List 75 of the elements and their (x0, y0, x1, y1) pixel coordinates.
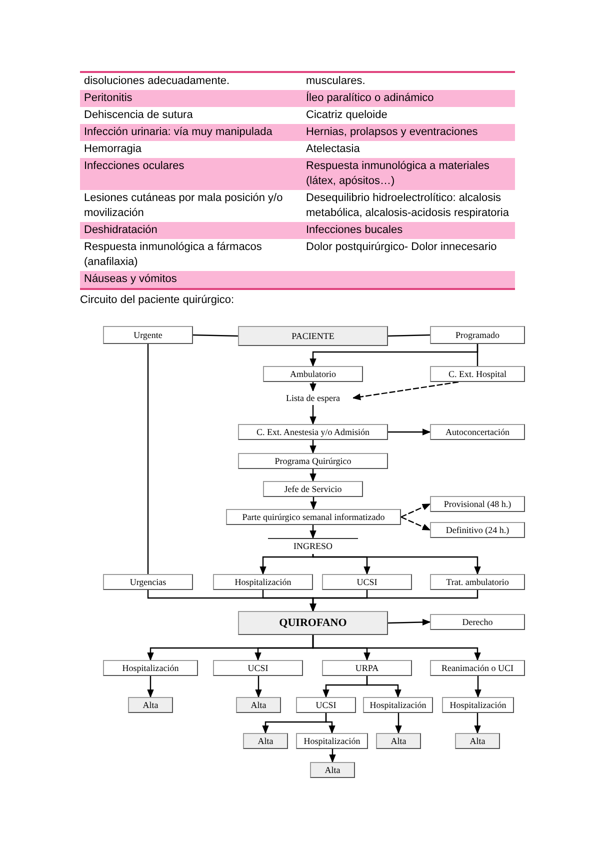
process-box: URPA (322, 660, 412, 676)
process-box: QUIROFANO (238, 611, 388, 635)
connector-arrow (310, 590, 478, 612)
table-cell-text: Peritonitis (83, 91, 134, 106)
process-box: Alta (376, 733, 421, 749)
process-box: Ambulatorio (263, 366, 363, 382)
table-cell-text: Dolor postquirúrgico- Dolor innecesario (305, 240, 498, 255)
connector-arrow (388, 618, 431, 626)
table-cell-text: Íleo paralítico o adinámico (305, 90, 435, 106)
section-heading: Circuito del paciente quirúrgico: (80, 293, 234, 308)
connector-arrow (325, 713, 336, 734)
table-cell-text: Atelectasia (305, 142, 361, 157)
process-box: Alta (455, 733, 500, 749)
process-box: PACIENTE (238, 326, 388, 346)
process-box: Trat. ambulatorio (430, 574, 525, 590)
process-box: UCSI (322, 574, 412, 590)
table-cell-text: Hernias, prolapsos y eventraciones (305, 125, 479, 140)
process-box: Programa Quirúrgico (238, 453, 388, 469)
process-box: Urgencias (103, 574, 193, 590)
process-box: Hospitalización (442, 697, 514, 713)
process-box: UCSI (213, 660, 303, 676)
connector-arrow (310, 405, 316, 425)
connector-arrow (310, 525, 316, 539)
process-box: C. Ext. Hospital (430, 366, 525, 382)
process-box: Alta (310, 762, 355, 778)
process-box: Urgente (103, 326, 193, 344)
connector-arrow (366, 676, 402, 698)
connector-arrow (310, 497, 317, 510)
process-box: Parte quirúrgico semanal informatizado (226, 509, 401, 525)
table-cell-text: disoluciones adecuadamente. (83, 74, 231, 89)
table-cell-text: Cicatriz queloide (305, 108, 388, 123)
table-cell-text: musculares. (305, 74, 366, 89)
connector-arrow (147, 676, 154, 698)
table-cell-text: Respuesta inmunológica a fármacos (anafilaxia) (83, 240, 263, 270)
connector-arrow (388, 428, 431, 436)
connector-arrow (255, 676, 262, 698)
table-cell-text: Infecciones bucales (305, 223, 404, 238)
table-cell-text: Lesiones cutáneas por mala posición y/o movilización (83, 191, 284, 221)
connector-arrow (400, 516, 431, 531)
table-cell-text: Hemorragia (83, 142, 142, 157)
process-box: Programado (430, 326, 525, 344)
connector-arrow (329, 749, 336, 763)
connector-arrow (260, 554, 314, 575)
connector-arrow (312, 635, 481, 661)
process-box: Reanimación o UCI (430, 660, 525, 676)
table-cell-text: Desequilibrio hidroelectrolítico: alcalosis metabólica, alcalosis-acidosis respiratoria (305, 191, 510, 221)
process-box: Autoconcertación (430, 424, 525, 440)
process-box: Hospitalización (296, 733, 368, 749)
connector-arrow (400, 503, 431, 518)
connector-arrow (310, 382, 316, 392)
table-cell-text: Respuesta inmunológica a materiales (látex, apósitos…) (305, 159, 490, 189)
process-box: Hospitalización (103, 660, 198, 676)
connector-arrow (310, 440, 316, 454)
table-cell-text: Deshidratación (83, 223, 158, 238)
process-box: Derecho (430, 614, 525, 630)
process-box: Hospitalización (363, 697, 433, 713)
table-cell-text: Infecciones oculares (83, 159, 186, 174)
connector-arrow (474, 676, 482, 698)
connector-arrow (474, 713, 481, 734)
process-box: Provisional (48 h.) (430, 496, 525, 512)
table-cell-text: Dehiscencia de sutura (83, 108, 194, 123)
process-box: Jefe de Servicio (263, 481, 363, 497)
process-box: Alta (128, 697, 173, 713)
table-cell-text: Náuseas y vómitos (83, 272, 178, 287)
table-cell-text: Infección urinaria: vía muy manipulada (83, 125, 274, 140)
connector-arrow (395, 713, 402, 734)
connector-arrow (312, 554, 481, 575)
connector-arrow (310, 469, 316, 482)
process-box: C. Ext. Anestesia y/o Admisión (238, 424, 388, 440)
process-box: Definitivo (24 h.) (430, 522, 525, 538)
connector-arrow (352, 381, 459, 400)
process-box: Alta (236, 697, 281, 713)
process-box: Hospitalización (213, 574, 313, 590)
process-box: Alta (243, 733, 288, 749)
process-box: UCSI (296, 697, 356, 713)
